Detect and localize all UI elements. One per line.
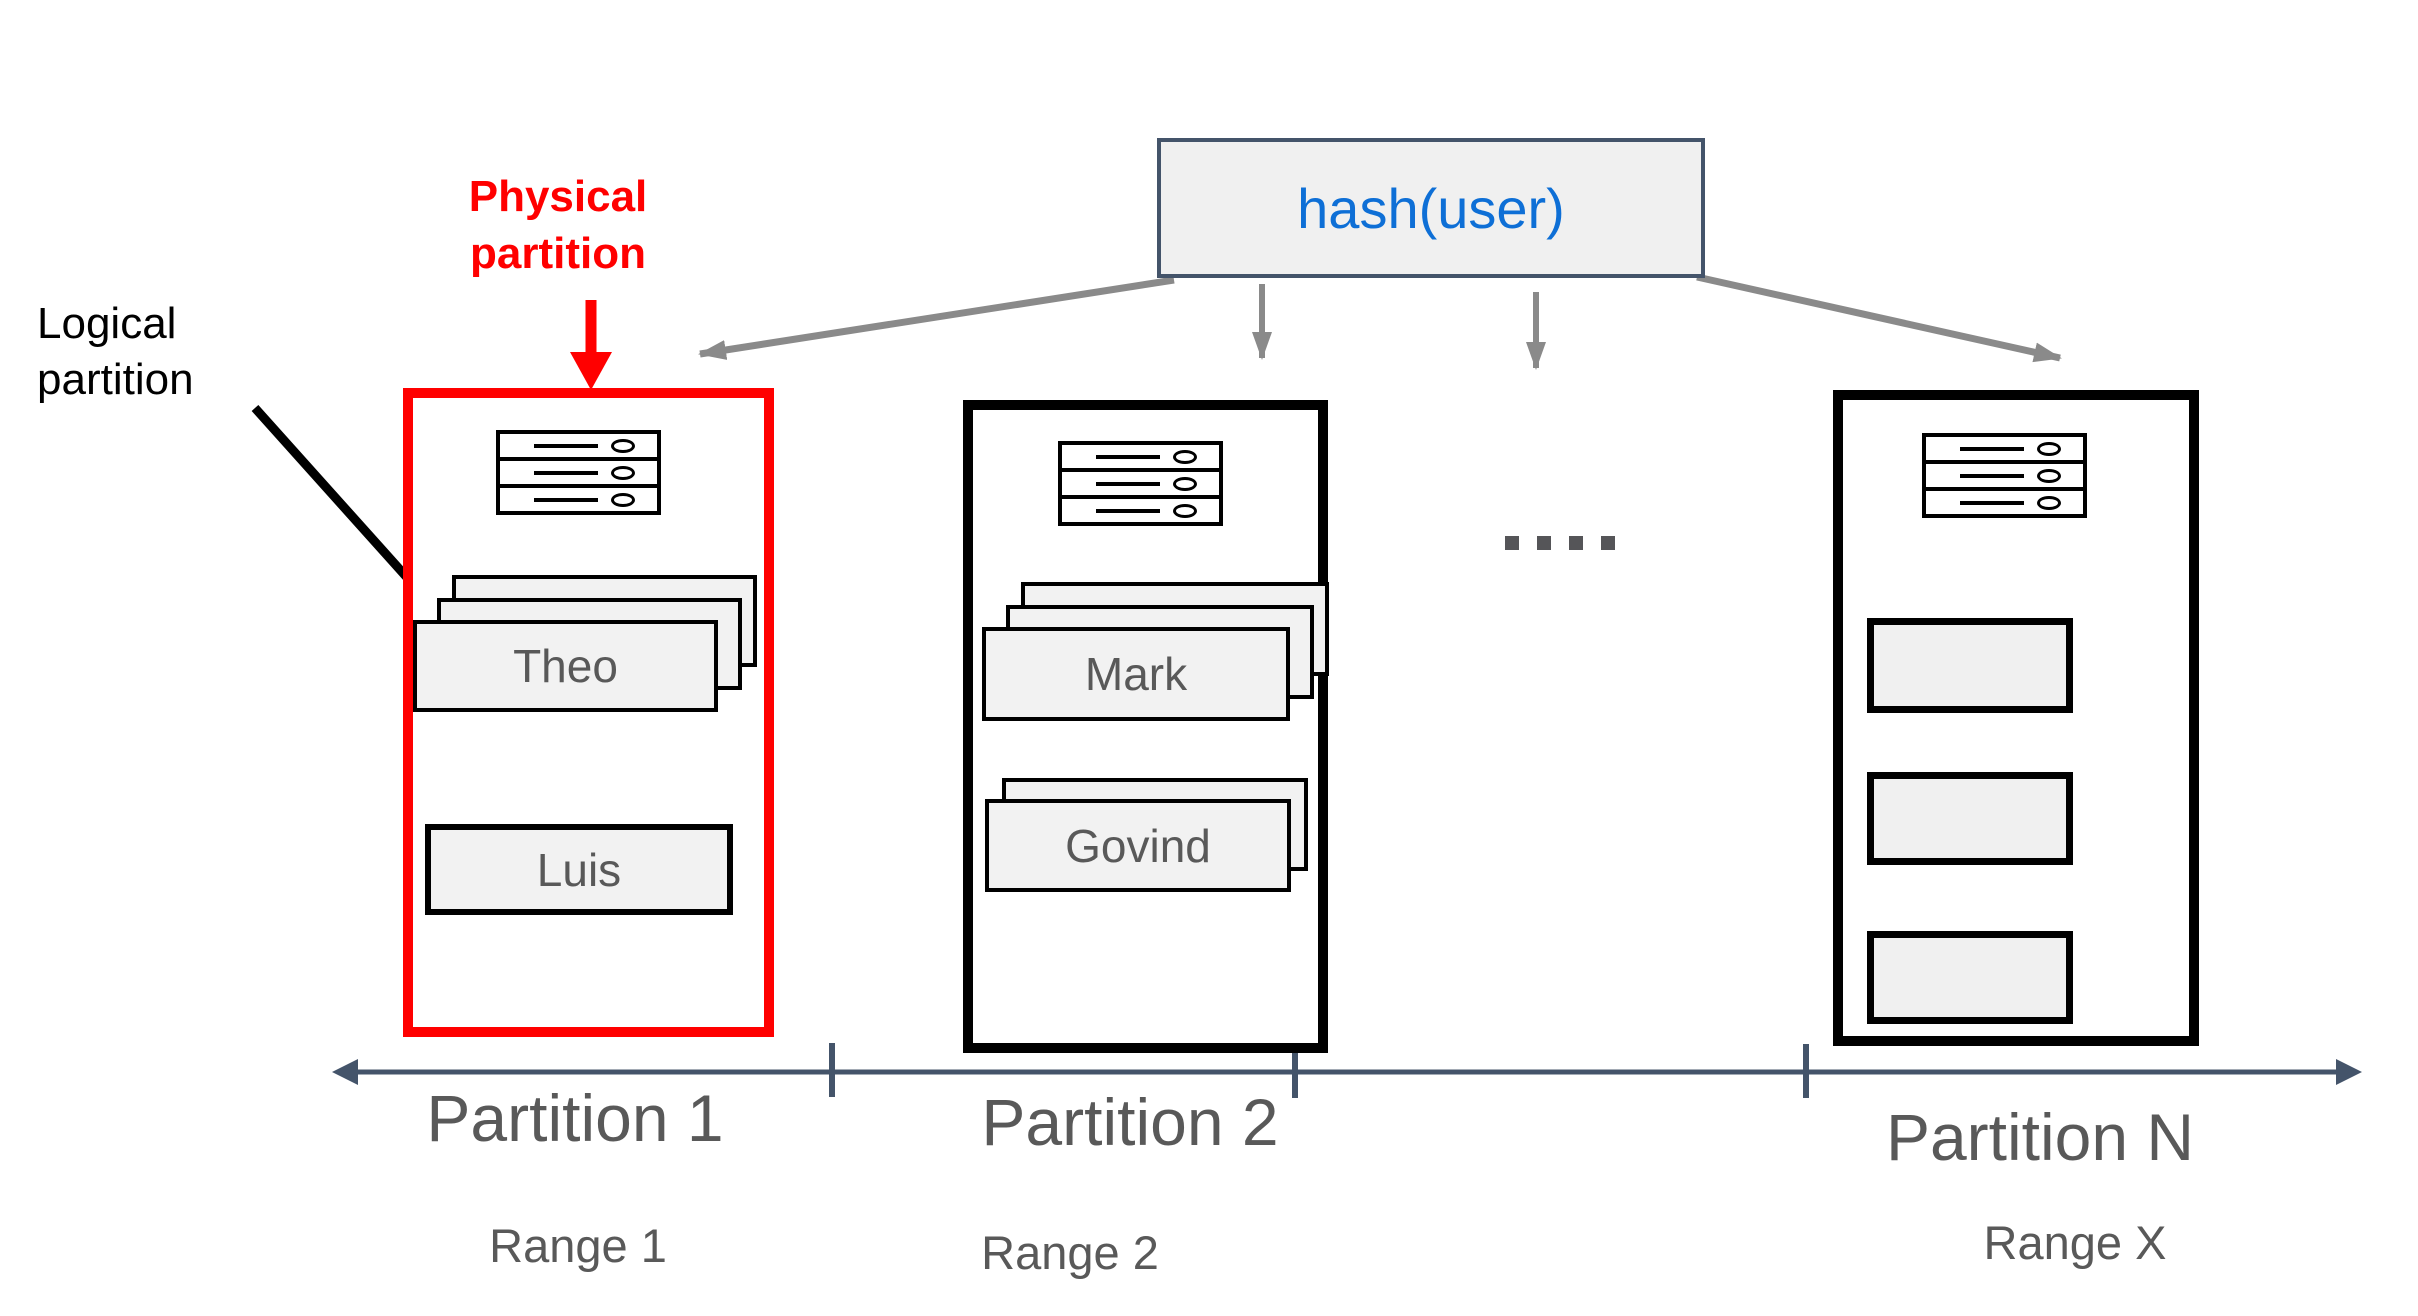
logical-partition-card-govind: Govind	[985, 799, 1291, 892]
server-icon	[1922, 433, 2087, 526]
arrow-hash-to-partition-n	[1696, 273, 2062, 363]
server-icon	[496, 430, 661, 523]
axis-label-partition-n: Partition N	[1885, 1100, 2195, 1174]
server-icon	[1058, 441, 1223, 534]
empty-logical-partition-card	[1867, 931, 2073, 1024]
logical-partition-callout: Logical partition	[37, 296, 194, 408]
physical-partition-callout: Physical partition	[469, 168, 648, 282]
ellipsis-dot	[1569, 536, 1583, 550]
axis-right-arrowhead	[2336, 1059, 2362, 1085]
logical-partition-stack-govind: Govind	[985, 778, 1315, 898]
axis-label-range-1: Range 1	[489, 1219, 667, 1272]
logical-partition-stack-theo: Theo	[413, 575, 758, 715]
hash-function-box: hash(user)	[1157, 138, 1705, 278]
logical-partition-card-theo: Theo	[413, 620, 718, 712]
more-partitions-ellipsis	[1505, 536, 1615, 550]
logical-partition-stack-mark: Mark	[982, 582, 1332, 724]
axis-label-range-x: Range X	[1983, 1216, 2167, 1269]
axis-label-partition-2: Partition 2	[981, 1085, 1279, 1159]
arrow-hash-to-partition-1	[698, 276, 1175, 360]
empty-logical-partition-card	[1867, 618, 2073, 713]
empty-logical-partition-card	[1867, 772, 2073, 865]
logical-partition-card-mark: Mark	[982, 627, 1290, 721]
ellipsis-dot	[1601, 536, 1615, 550]
axis-label-partition-1: Partition 1	[426, 1081, 724, 1155]
partition-2-box	[963, 400, 1328, 1053]
ellipsis-dot	[1537, 536, 1551, 550]
logical-partition-callout-line2: partition	[37, 355, 194, 404]
physical-partition-callout-line1: Physical	[468, 172, 648, 221]
logical-partition-callout-line1: Logical	[37, 299, 177, 348]
axis-label-range-2: Range 2	[981, 1226, 1159, 1279]
physical-partition-arrowhead	[570, 352, 612, 390]
ellipsis-dot	[1505, 536, 1519, 550]
partition-1-box	[403, 388, 774, 1037]
hash-function-label: hash(user)	[1297, 176, 1565, 240]
axis-left-arrowhead	[332, 1059, 358, 1085]
logical-partition-card-luis: Luis	[425, 824, 733, 915]
physical-partition-callout-line2: partition	[470, 229, 646, 278]
